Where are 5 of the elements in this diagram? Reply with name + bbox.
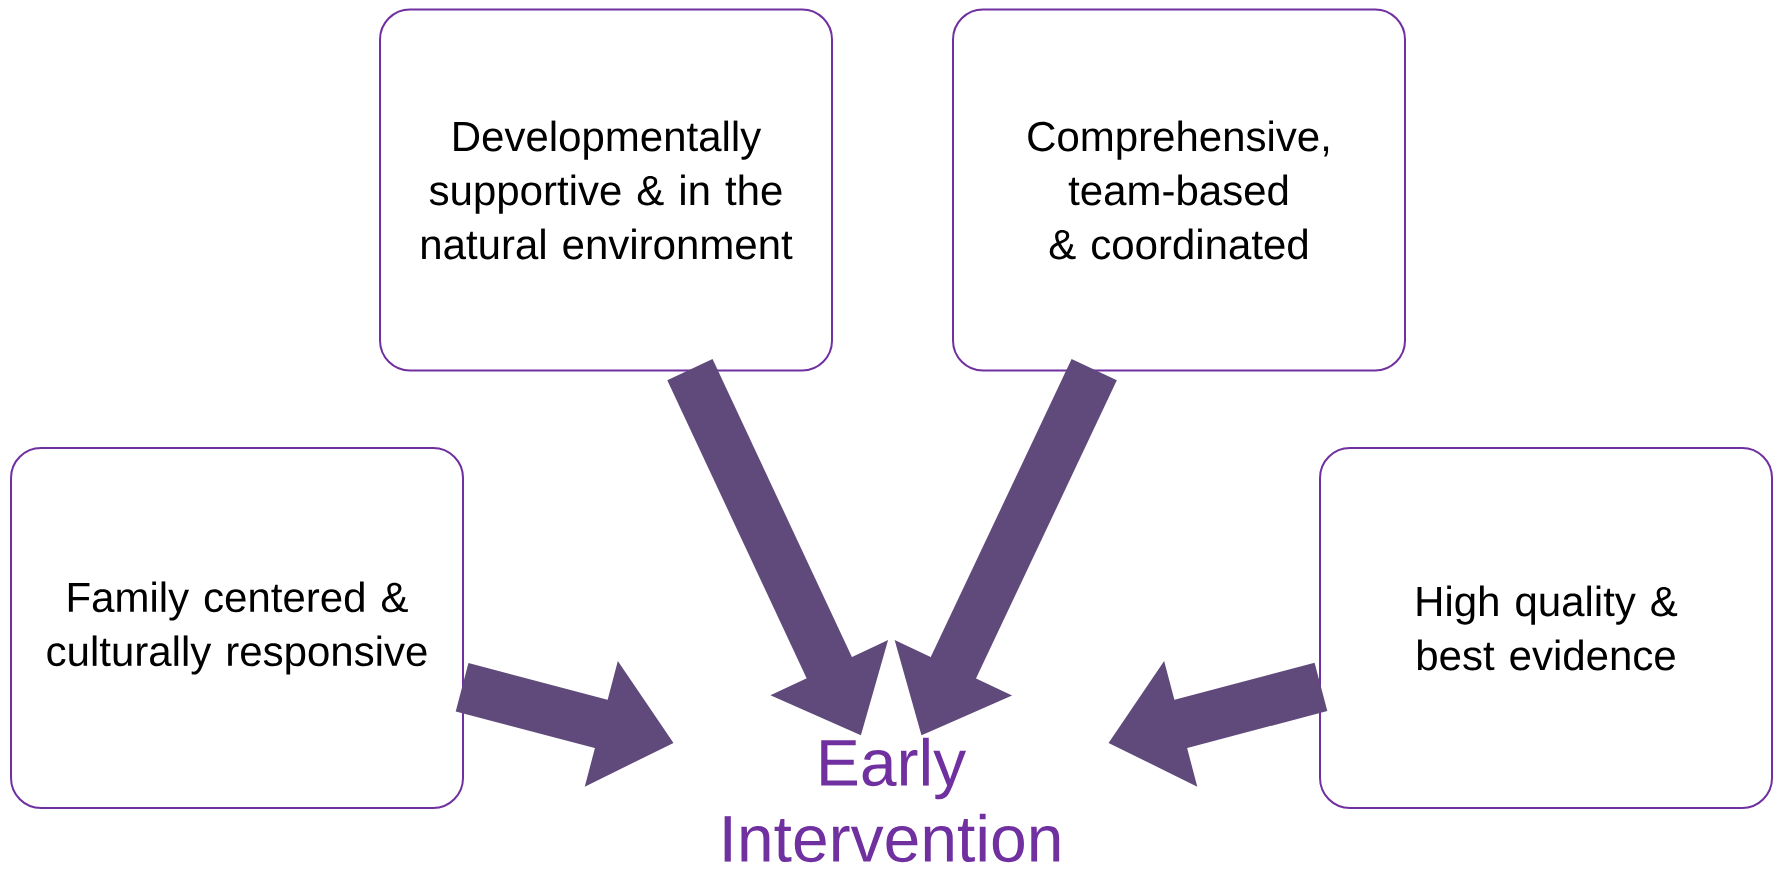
- rounded-box: Developmentally supportive & in the natural environment: [379, 8, 833, 372]
- title-text: Early Intervention: [724, 737, 1060, 863]
- rounded-box: High quality & best evidence: [1319, 447, 1773, 809]
- rounded-box: Comprehensive, team-based & coordinated: [952, 8, 1406, 372]
- rounded-box: Family centered & culturally responsive: [10, 447, 464, 809]
